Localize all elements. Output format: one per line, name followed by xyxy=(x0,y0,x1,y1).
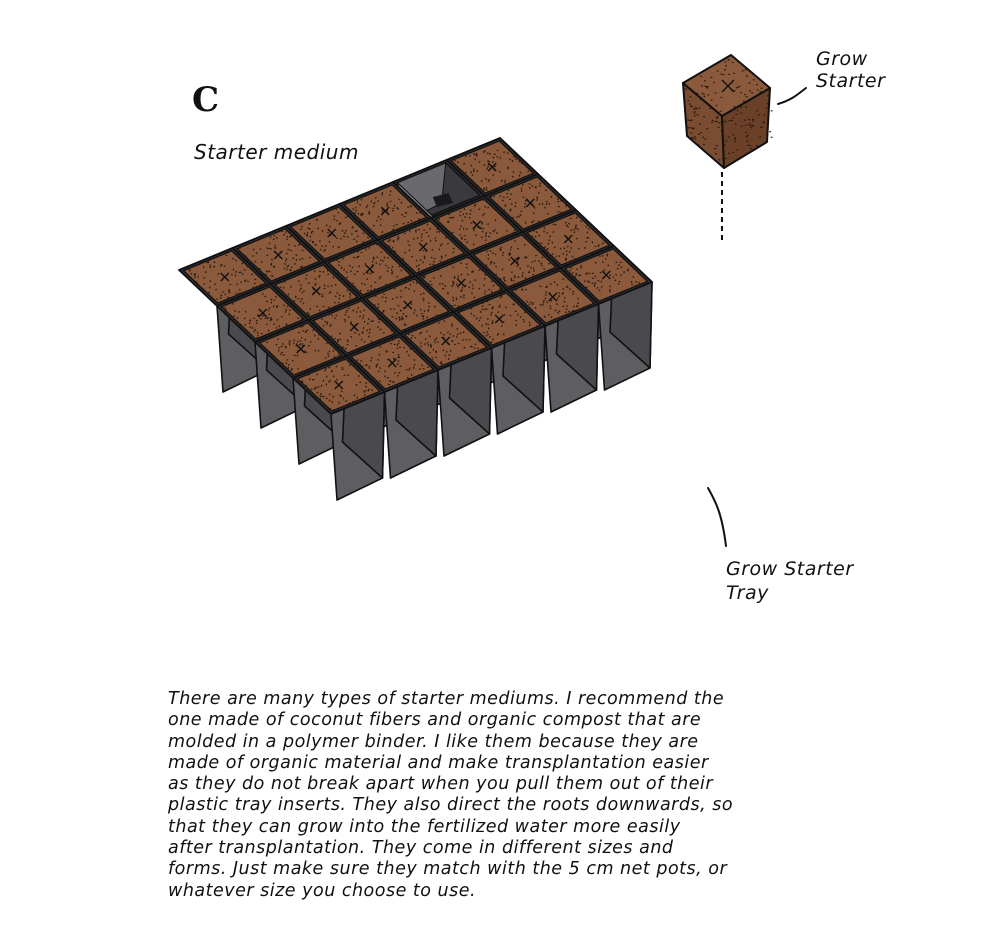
description-line: that they can grow into the fertilized w… xyxy=(168,817,968,838)
description-text: There are many types of starter mediums.… xyxy=(168,689,968,902)
grow-starter-tray-label-line: Tray xyxy=(726,581,854,605)
description-line: after transplantation. They come in diff… xyxy=(168,838,968,859)
panel-letter: C xyxy=(192,80,219,120)
description-line: There are many types of starter mediums.… xyxy=(168,689,968,710)
description-line: as they do not break apart when you pull… xyxy=(168,774,968,795)
description-line: made of organic material and make transp… xyxy=(168,753,968,774)
figure-subtitle: Starter medium xyxy=(194,140,359,164)
description-line: one made of coconut fibers and organic c… xyxy=(168,710,968,731)
description-line: whatever size you choose to use. xyxy=(168,881,968,902)
grow-starter-leader-line xyxy=(778,88,806,104)
grow-starter-cube xyxy=(683,55,773,168)
grow-starter-tray-label: Grow Starter Tray xyxy=(726,557,854,605)
description-line: molded in a polymer binder. I like them … xyxy=(168,732,968,753)
description-line: plastic tray inserts. They also direct t… xyxy=(168,795,968,816)
grow-starter-tray-label-line: Grow Starter xyxy=(726,557,854,581)
grow-starter-label-line: Starter xyxy=(816,70,885,92)
tray-leader-line xyxy=(708,488,726,546)
grow-starter-label-line: Grow xyxy=(816,48,885,70)
description-line: forms. Just make sure they match with th… xyxy=(168,859,968,880)
grow-starter-label: Grow Starter xyxy=(816,48,885,92)
